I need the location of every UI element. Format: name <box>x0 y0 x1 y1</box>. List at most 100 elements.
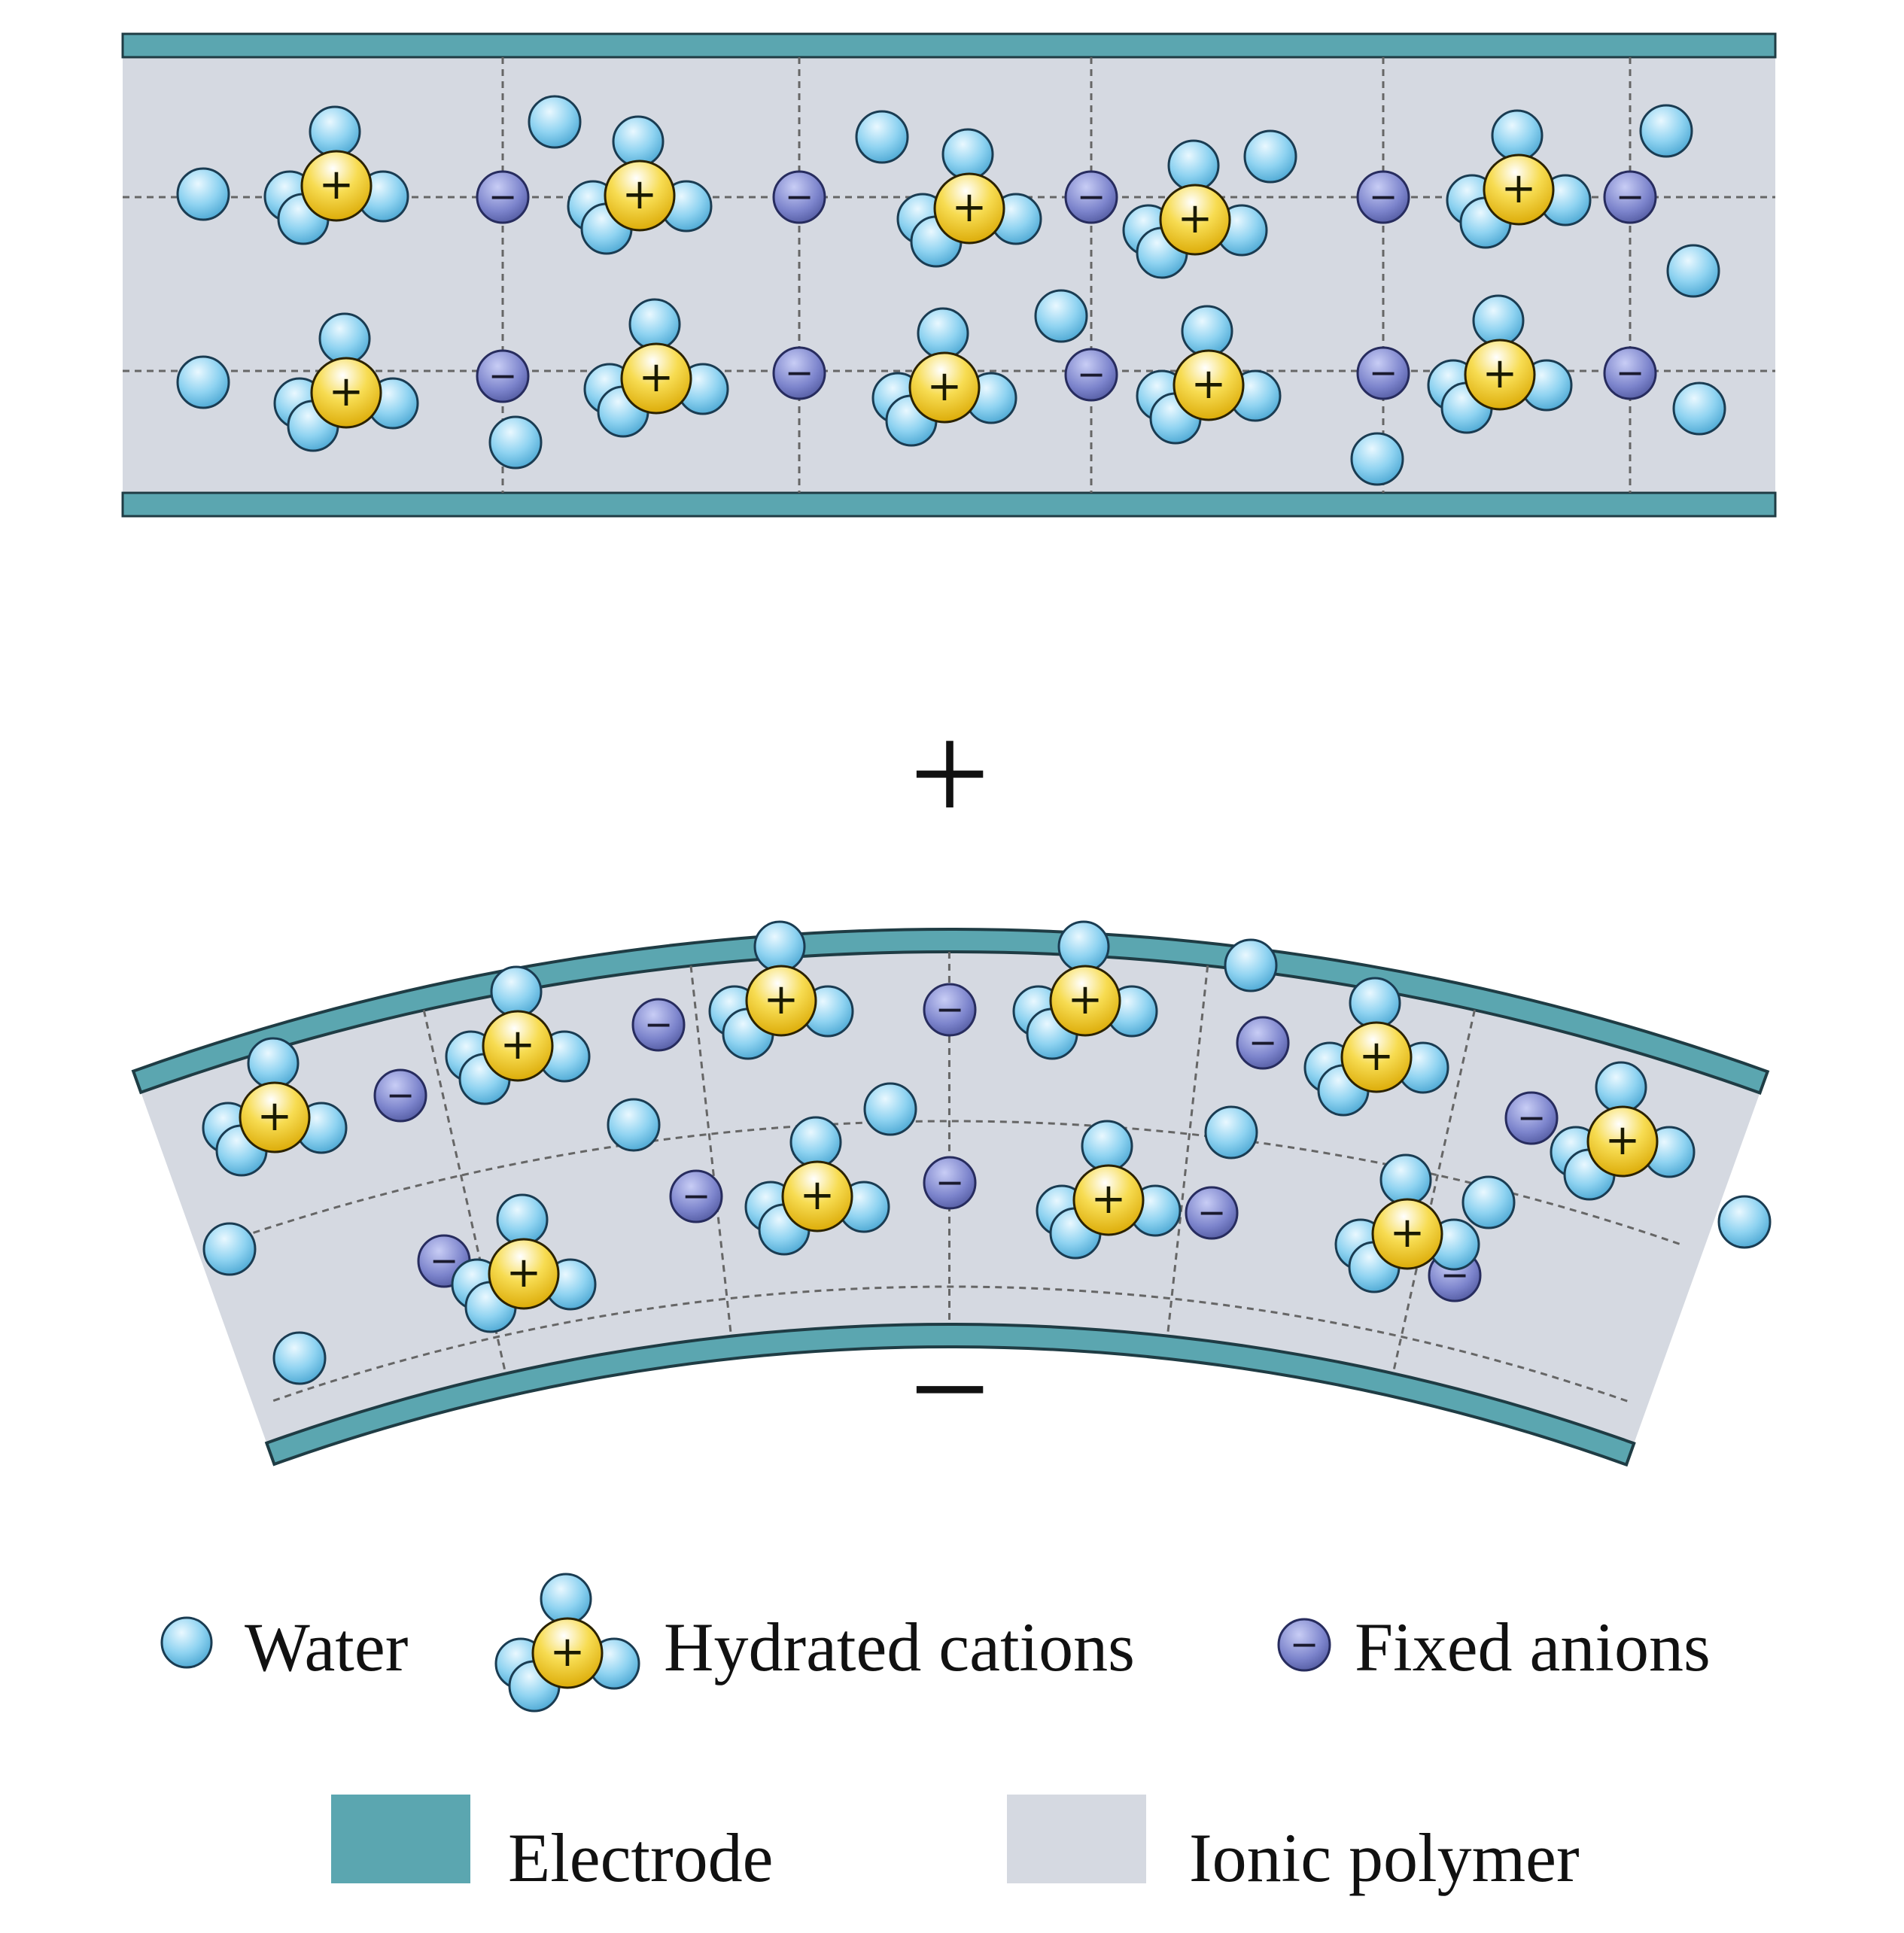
fixed-anion: − <box>669 1169 723 1223</box>
bent-ipmc-strip: + − −−−−−−−−−−++++++++++ <box>131 695 1772 1469</box>
svg-text:−: − <box>488 355 518 396</box>
legend-hydrated-cations: + Hydrated cations <box>494 1573 1135 1713</box>
svg-text:+: + <box>1091 1175 1127 1223</box>
fixed-anion: − <box>1603 170 1657 224</box>
svg-text:−: − <box>386 1074 415 1115</box>
legend-electrode: Electrode <box>331 1795 773 1896</box>
hydrated-cation: + <box>1122 139 1268 279</box>
fixed-anion: − <box>1356 346 1410 400</box>
svg-text:−: − <box>1517 1097 1547 1138</box>
legend: Water + Hydrated cations − Fixed anions … <box>160 1573 1711 1896</box>
svg-text:+: + <box>506 1248 542 1297</box>
water-molecule <box>176 355 230 409</box>
hydrated-cation: + <box>1012 920 1158 1060</box>
fixed-anion: − <box>772 170 826 224</box>
fixed-anion: − <box>923 983 977 1037</box>
svg-text:−: − <box>1077 354 1106 394</box>
svg-text:+: + <box>1068 975 1103 1024</box>
hydrated-cation: + <box>744 1116 890 1256</box>
fixed-anion: − <box>1064 170 1118 224</box>
hydrated-cation: + <box>273 312 419 452</box>
water-molecule <box>1204 1105 1258 1159</box>
svg-text:−: − <box>488 176 518 217</box>
hydrated-cation: + <box>1550 1061 1696 1201</box>
legend-fixed-anions: − Fixed anions <box>1277 1609 1711 1685</box>
svg-text:+: + <box>1191 360 1227 409</box>
water-molecule <box>1224 938 1278 992</box>
water-molecule <box>1461 1175 1516 1229</box>
svg-text:+: + <box>800 1171 835 1220</box>
water-molecule <box>488 415 543 470</box>
water-molecule <box>528 95 582 149</box>
hydrated-cation: + <box>583 298 729 438</box>
svg-text:+: + <box>500 1020 536 1069</box>
hydrated-cation: + <box>1136 305 1282 445</box>
hydrated-cation: + <box>871 307 1017 447</box>
hydrated-cation: + <box>567 115 713 255</box>
hydrated-cation: + <box>1303 977 1449 1117</box>
svg-text:+: + <box>1359 1032 1395 1080</box>
svg-text:+: + <box>319 160 354 209</box>
positive-terminal-label: + <box>909 695 990 853</box>
water-molecule <box>1639 104 1693 158</box>
svg-text:−: − <box>785 176 814 217</box>
hydrated-cation: + <box>202 1037 348 1177</box>
bent-particles: −−−−−−−−−−++++++++++ <box>202 920 1772 1385</box>
flat-ipmc-strip: −−−−−−−−−−++++++++++ <box>121 32 1777 518</box>
svg-text:−: − <box>785 352 814 393</box>
svg-text:+: + <box>329 367 364 416</box>
water-molecule <box>176 167 230 221</box>
fixed-anion: − <box>1356 170 1410 224</box>
water-molecule <box>607 1098 661 1152</box>
fixed-anion: − <box>476 349 530 403</box>
fixed-anion: − <box>1603 346 1657 400</box>
svg-text:+: + <box>257 1092 293 1141</box>
bent-bottom-electrode <box>264 1323 1636 1467</box>
fixed-anion: − <box>476 170 530 224</box>
svg-text:+: + <box>639 353 674 402</box>
svg-text:+: + <box>927 362 963 411</box>
electrode-swatch <box>331 1795 470 1883</box>
hydrated-cation: + <box>1446 109 1592 249</box>
water-molecule <box>202 1222 257 1276</box>
svg-text:−: − <box>1369 352 1398 393</box>
fixed-anion: − <box>373 1068 427 1123</box>
water-molecule <box>272 1331 327 1385</box>
hydrated-cation: + <box>451 1193 597 1333</box>
svg-text:−: − <box>1197 1192 1227 1232</box>
flat-particles: −−−−−−−−−−++++++++++ <box>176 95 1726 486</box>
svg-text:+: + <box>1501 164 1537 213</box>
ionic-polymer-swatch <box>1007 1795 1146 1883</box>
hydrated-cation: + <box>1036 1120 1182 1260</box>
hydrated-cation: + <box>263 105 409 245</box>
legend-ionic-polymer-label: Ionic polymer <box>1189 1819 1580 1896</box>
svg-text:−: − <box>935 1162 965 1202</box>
hydrated-cation: + <box>708 920 854 1060</box>
legend-water: Water <box>160 1609 408 1685</box>
flat-bottom-electrode <box>121 491 1777 518</box>
svg-text:−: − <box>644 1004 674 1044</box>
svg-text:+: + <box>952 183 987 232</box>
water-molecule-icon <box>160 1616 213 1669</box>
fixed-anion: − <box>1236 1016 1290 1070</box>
legend-ionic-polymer: Ionic polymer <box>1007 1795 1580 1896</box>
svg-text:−: − <box>1077 176 1106 217</box>
svg-text:+: + <box>1390 1208 1425 1257</box>
svg-text:+: + <box>1483 349 1518 398</box>
water-molecule <box>1034 289 1088 343</box>
svg-text:−: − <box>1369 176 1398 217</box>
water-molecule <box>1717 1195 1772 1249</box>
legend-water-label: Water <box>245 1609 408 1685</box>
flat-top-electrode <box>121 32 1777 59</box>
svg-text:−: − <box>1249 1022 1278 1062</box>
hydrated-cation: + <box>896 128 1042 268</box>
hydrated-cation: + <box>1334 1153 1480 1293</box>
fixed-anion: − <box>1064 348 1118 402</box>
svg-text:−: − <box>682 1175 711 1216</box>
water-molecule <box>863 1082 917 1136</box>
hydrated-cation-icon: + <box>494 1573 640 1713</box>
svg-text:+: + <box>1605 1116 1641 1165</box>
fixed-anion: − <box>1185 1186 1239 1240</box>
fixed-anion: − <box>1504 1091 1559 1145</box>
